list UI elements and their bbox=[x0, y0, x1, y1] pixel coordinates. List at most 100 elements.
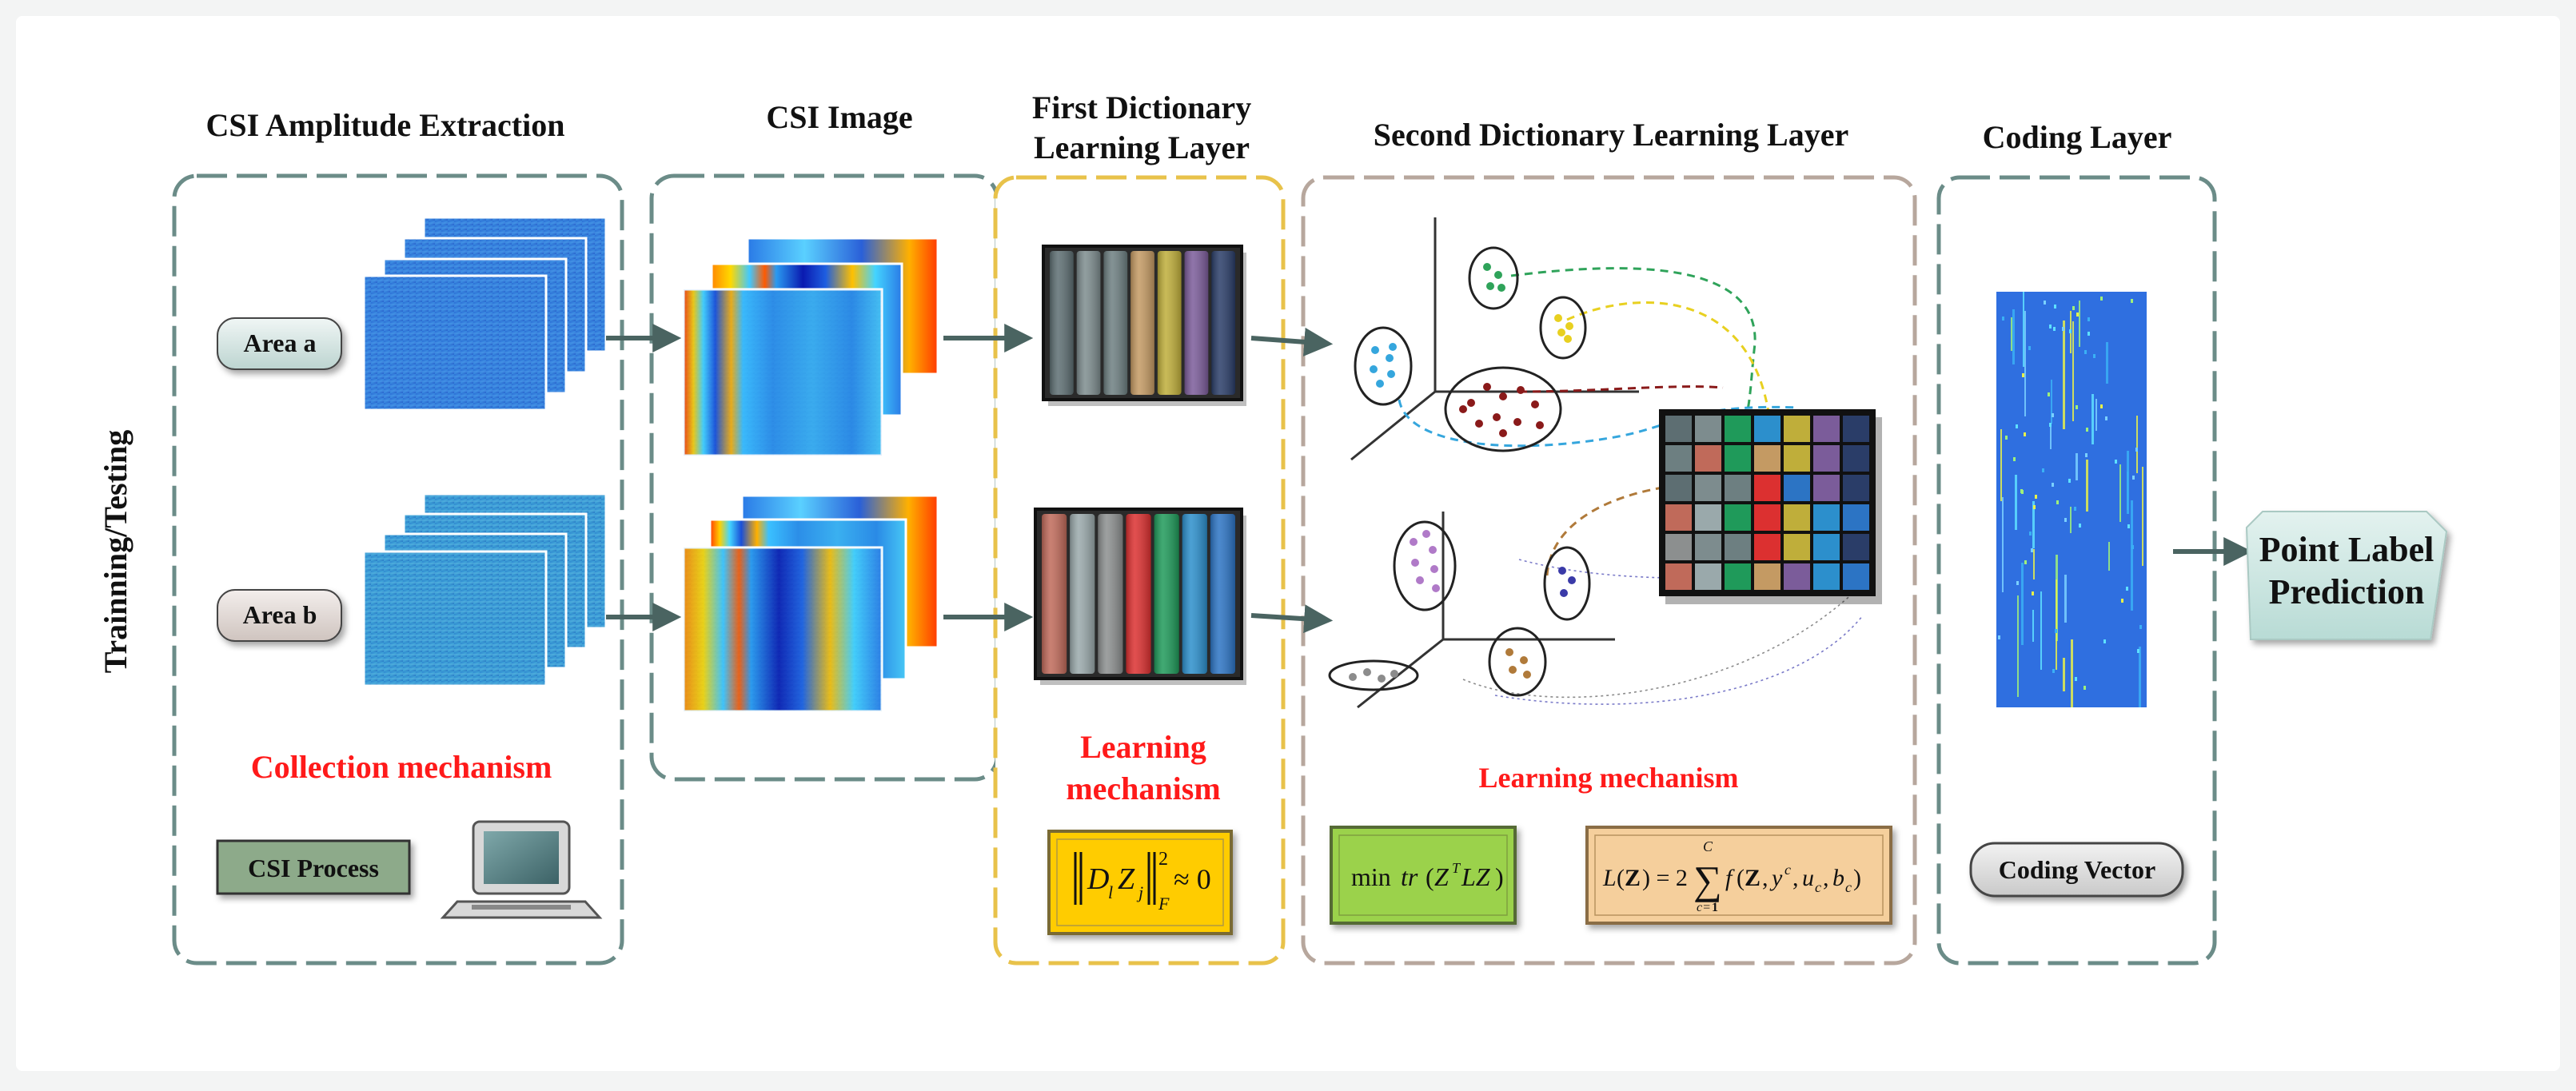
formula-loss bbox=[1585, 826, 1892, 925]
matrix-cell bbox=[1695, 504, 1721, 531]
svg-text:F: F bbox=[1158, 894, 1170, 914]
cluster-point bbox=[1387, 370, 1395, 378]
csi-image-title: CSI Image bbox=[766, 99, 912, 135]
cluster-ellipse bbox=[1539, 296, 1587, 360]
cluster-point bbox=[1560, 589, 1568, 597]
svg-text:D: D bbox=[1087, 862, 1109, 896]
svg-text:Z: Z bbox=[1434, 862, 1449, 891]
svg-text:,: , bbox=[1792, 865, 1799, 891]
cluster-point bbox=[1467, 399, 1475, 407]
matrix-cell bbox=[1665, 416, 1692, 442]
svg-text:Z: Z bbox=[1745, 865, 1761, 891]
extraction-title: CSI Amplitude Extraction bbox=[206, 107, 565, 143]
area-a-label: Area a bbox=[244, 328, 317, 357]
matrix-cell bbox=[1813, 504, 1840, 531]
svg-text:c: c bbox=[1815, 879, 1821, 895]
formula-reconstruction-math: D l Z j 2 F ≈ 0 bbox=[1074, 849, 1211, 914]
csi-image-stack-a bbox=[682, 237, 939, 457]
svg-text:b: b bbox=[1832, 865, 1844, 891]
cluster-point bbox=[1432, 584, 1440, 592]
svg-text:): ) bbox=[1853, 865, 1861, 891]
cluster-point bbox=[1494, 271, 1502, 279]
cluster-point bbox=[1371, 346, 1379, 354]
matrix-cell bbox=[1695, 563, 1721, 590]
cluster-point bbox=[1483, 383, 1491, 391]
cluster-point bbox=[1386, 354, 1394, 362]
csi-process-button[interactable] bbox=[216, 839, 411, 895]
csi-amplitude-stack-b bbox=[362, 492, 608, 687]
coding-vector-button[interactable] bbox=[1969, 842, 2184, 898]
matrix-cell bbox=[1665, 445, 1692, 472]
cluster-ellipse bbox=[1354, 326, 1413, 406]
cluster-point bbox=[1565, 322, 1573, 330]
svg-text:(: ( bbox=[1737, 865, 1745, 891]
svg-text:j: j bbox=[1136, 882, 1143, 902]
matrix-cell bbox=[1725, 416, 1751, 442]
matrix-cell bbox=[1695, 475, 1721, 501]
matrix-cell bbox=[1665, 504, 1692, 531]
cluster-point bbox=[1509, 666, 1517, 674]
matrix-cell bbox=[1725, 445, 1751, 472]
matrix-cell bbox=[1784, 534, 1810, 560]
formula-trace-math: min tr ( Z T LZ ) bbox=[1351, 860, 1504, 891]
svg-text:l: l bbox=[1108, 882, 1113, 902]
matrix-cell bbox=[1725, 534, 1751, 560]
svg-text:(: ( bbox=[1617, 865, 1625, 891]
cluster-point bbox=[1411, 559, 1419, 567]
matrix-cell bbox=[1813, 563, 1840, 590]
cluster-point bbox=[1429, 546, 1437, 554]
prediction-line1: Point Label bbox=[2259, 530, 2434, 569]
cluster-point bbox=[1564, 335, 1572, 343]
matrix-cell bbox=[1754, 475, 1780, 501]
area-b-label: Area b bbox=[243, 600, 317, 629]
svg-text:) = 2: ) = 2 bbox=[1642, 865, 1688, 891]
svg-text:min: min bbox=[1351, 862, 1391, 891]
area-a-button[interactable] bbox=[217, 317, 342, 370]
matrix-cell bbox=[1784, 504, 1810, 531]
svg-text:≈ 0: ≈ 0 bbox=[1174, 863, 1211, 895]
cluster-point bbox=[1493, 413, 1501, 421]
cluster-ellipse bbox=[1488, 627, 1547, 697]
cluster-point bbox=[1554, 314, 1562, 322]
area-b-button[interactable] bbox=[217, 589, 342, 642]
cluster-point bbox=[1486, 282, 1494, 290]
svg-text:): ) bbox=[1495, 862, 1504, 891]
flow-arrow-icon bbox=[1250, 327, 1334, 356]
cluster-point bbox=[1499, 392, 1507, 400]
cluster-ellipse bbox=[1393, 520, 1457, 611]
layer2-title: Second Dictionary Learning Layer bbox=[1374, 117, 1848, 153]
svg-text:C: C bbox=[1703, 838, 1713, 854]
svg-text:T: T bbox=[1452, 860, 1461, 876]
cluster-ellipse bbox=[1328, 659, 1419, 691]
learning-mechanism-2-label: Learning mechanism bbox=[1478, 762, 1738, 794]
matrix-cell bbox=[1665, 475, 1692, 501]
cluster-point bbox=[1513, 418, 1521, 426]
cluster-point bbox=[1483, 263, 1491, 271]
matrix-cell bbox=[1813, 475, 1840, 501]
svg-text:Z: Z bbox=[1625, 865, 1641, 891]
cluster-point bbox=[1475, 420, 1483, 428]
clusters bbox=[1328, 246, 1591, 697]
matrix-cell bbox=[1754, 416, 1780, 442]
matrix-cell bbox=[1665, 563, 1692, 590]
cluster-point bbox=[1410, 538, 1418, 546]
matrix-cell bbox=[1695, 416, 1721, 442]
matrix-cell bbox=[1695, 534, 1721, 560]
svg-text:L: L bbox=[1602, 865, 1617, 891]
dictionary-matrix bbox=[1659, 409, 1882, 604]
cluster-point bbox=[1378, 675, 1386, 683]
cluster-space-lower-axes bbox=[1357, 512, 1615, 709]
collection-mechanism-label: Collection mechanism bbox=[251, 749, 552, 785]
cluster-point bbox=[1523, 671, 1531, 679]
matrix-cell bbox=[1784, 475, 1810, 501]
svg-text:c=: c= bbox=[1697, 901, 1711, 914]
matrix-cell bbox=[1813, 416, 1840, 442]
cluster-point bbox=[1558, 567, 1566, 575]
matrix-cell bbox=[1754, 563, 1780, 590]
cluster-point bbox=[1517, 386, 1525, 394]
formula-trace bbox=[1330, 826, 1517, 925]
cluster-point bbox=[1376, 380, 1384, 388]
cluster-point bbox=[1568, 576, 1576, 584]
